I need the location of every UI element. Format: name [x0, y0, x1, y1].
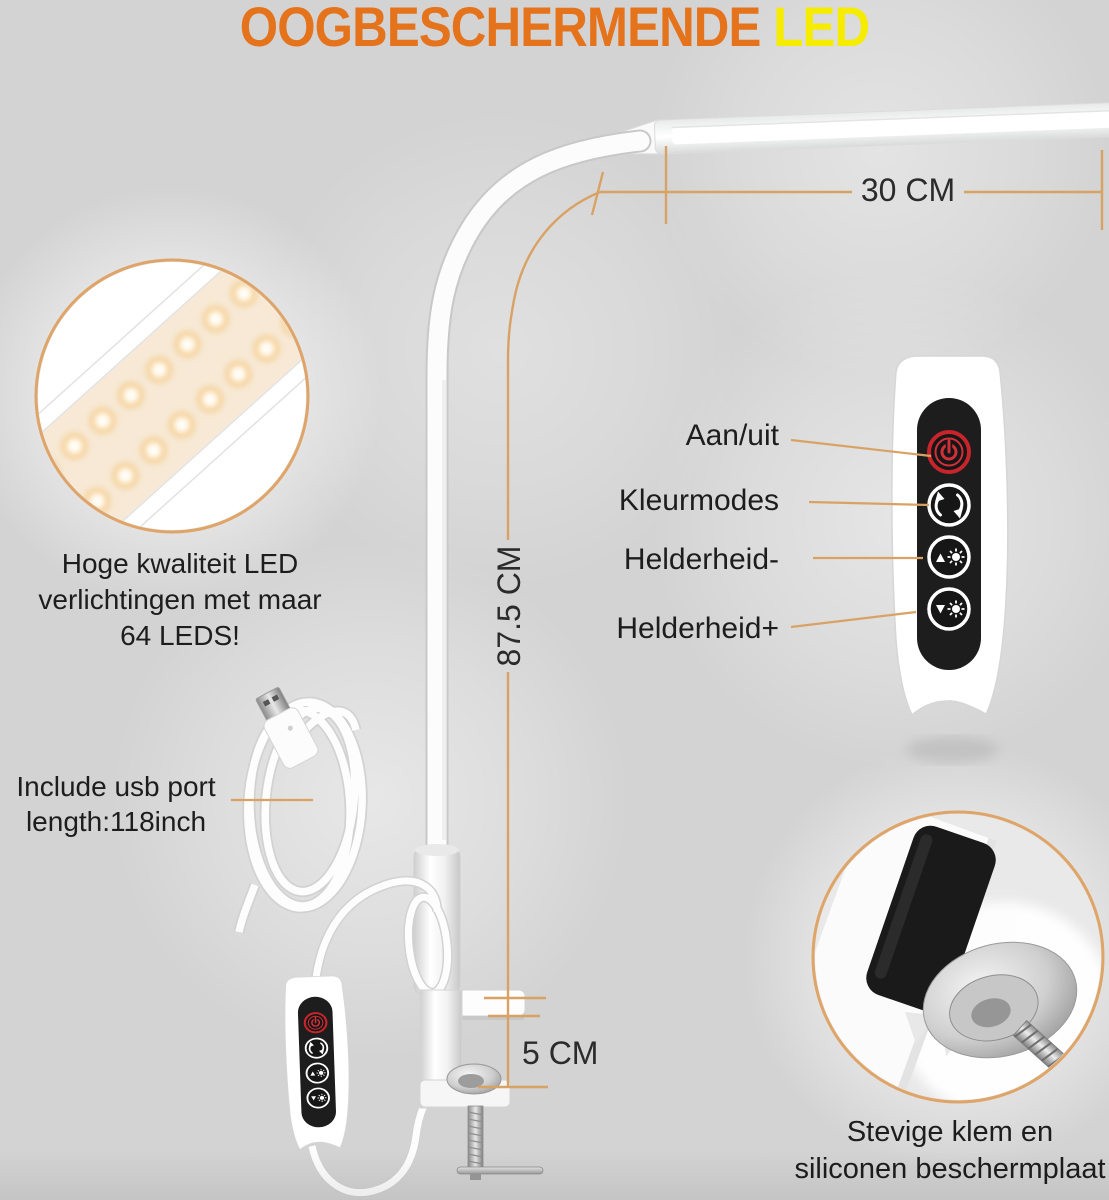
clamp-silicone-pad — [866, 825, 996, 1013]
led-callout-line2: verlichtingen met maar — [38, 584, 322, 615]
usb-plug — [255, 687, 319, 769]
led-callout-text: Hoge kwaliteit LED verlichtingen met maa… — [12, 546, 348, 654]
page-title: OOGBESCHERMENDE LED — [67, 0, 1043, 58]
page-title-main: OOGBESCHERMENDE — [239, 0, 762, 58]
label-brightness-down: Helderheid- — [623, 543, 779, 576]
remote-shadow — [906, 737, 998, 763]
label-brightness-up: Helderheid+ — [616, 612, 779, 645]
pointer-lines — [231, 438, 932, 802]
clamp-screw-handle — [456, 1166, 544, 1175]
clamp-callout-line2: siliconen beschermplaat — [786, 1151, 1109, 1188]
usb-callout-text: Include usb port length:118inch — [0, 769, 232, 839]
usb-cable — [233, 687, 368, 934]
clamp-callout-line1: Stevige klem en — [846, 1116, 1054, 1148]
clamp-callout-text: Stevige klem en siliconen beschermplaat — [786, 1114, 1109, 1188]
remote-control — [892, 356, 1008, 715]
led-callout-line1: Hoge kwaliteit LED — [61, 548, 299, 579]
led-callout-line3: 64 LEDS! — [120, 620, 240, 651]
dimension-line-5cm — [478, 996, 548, 1089]
page-title-highlight: LED — [773, 0, 870, 58]
usb-callout-line2: length:118inch — [25, 806, 207, 837]
pointer-line-colormodes — [808, 500, 930, 507]
dimension-label-30cm: 30 CM — [860, 172, 956, 208]
label-colormodes: Kleurmodes — [618, 484, 779, 517]
label-power: Aan/uit — [685, 419, 779, 452]
clamp-screw — [456, 1105, 544, 1180]
bottom-shade — [0, 1150, 1109, 1200]
usb-callout-line1: Include usb port — [16, 771, 216, 802]
dimension-lines — [478, 146, 1104, 1089]
dimension-label-5cm: 5 CM — [522, 1035, 599, 1071]
pointer-line-brightness-up — [790, 610, 917, 629]
lamp-gooseneck — [425, 129, 652, 867]
dimension-label-87-5cm: 87.5 CM — [491, 545, 527, 667]
remote-control-inline — [281, 973, 354, 1152]
pointer-line-power — [790, 438, 932, 458]
dimension-line-87cm — [506, 190, 601, 1087]
